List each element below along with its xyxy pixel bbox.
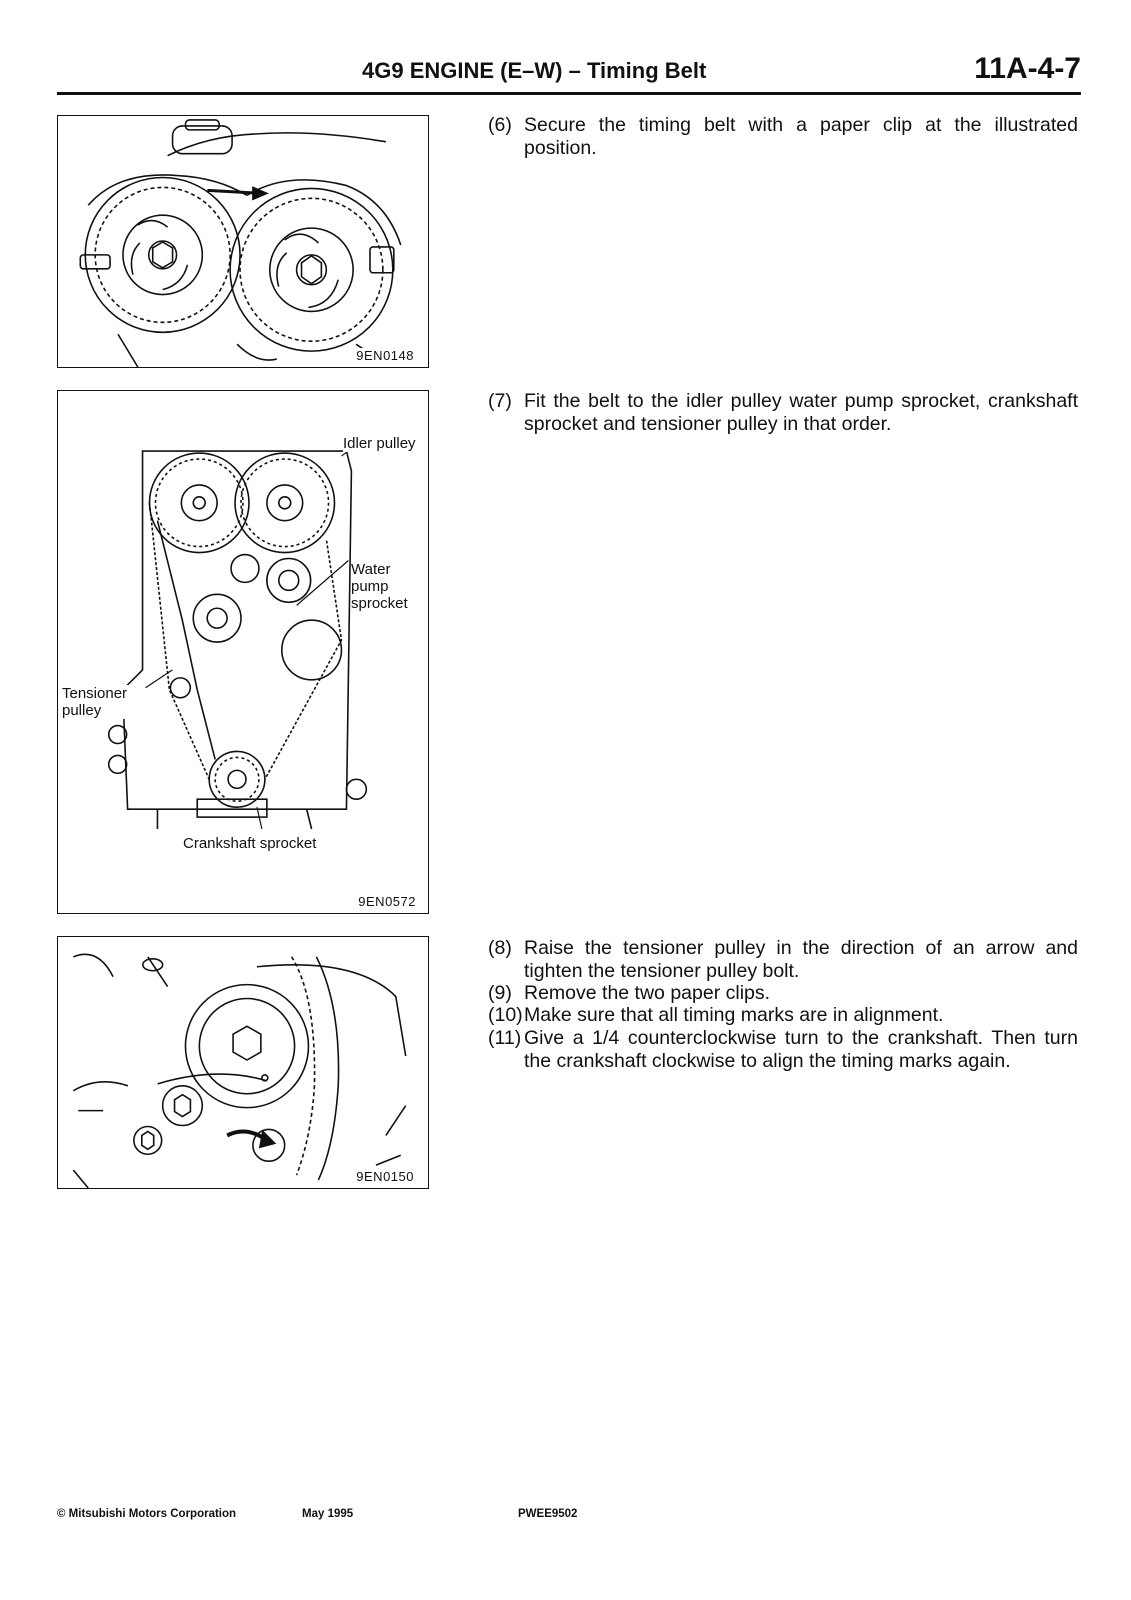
camshaft-sprockets-illustration bbox=[79, 119, 402, 367]
tensioner-pulley-illustration bbox=[72, 953, 407, 1188]
callout-crankshaft-sprocket: Crankshaft sprocket bbox=[183, 835, 353, 852]
step-text: Fit the belt to the idler pulley water p… bbox=[524, 390, 1078, 435]
step-11: (11) Give a 1/4 counterclockwise turn to… bbox=[488, 1027, 1078, 1072]
figure-code: 9EN0148 bbox=[354, 348, 416, 363]
step-8: (8) Raise the tensioner pulley in the di… bbox=[488, 937, 1078, 982]
step-number: (10) bbox=[488, 1004, 523, 1026]
callout-water-pump-sprocket: Water pump sprocket bbox=[351, 561, 425, 612]
callout-idler-pulley: Idler pulley bbox=[343, 435, 427, 452]
step-number: (11) bbox=[488, 1027, 522, 1049]
figure-belt-routing: Idler pulley Water pump sprocket Tension… bbox=[57, 390, 429, 914]
figure-paper-clip: 9EN0148 bbox=[57, 115, 429, 368]
page-header-title: 4G9 ENGINE (E–W) – Timing Belt bbox=[362, 58, 707, 83]
step-9: (9) Remove the two paper clips. bbox=[488, 982, 1078, 1005]
step-text: Raise the tensioner pulley in the direct… bbox=[524, 937, 1078, 982]
step-number: (9) bbox=[488, 982, 512, 1004]
step-number: (7) bbox=[488, 390, 512, 412]
figure-code: 9EN0150 bbox=[354, 1169, 416, 1184]
step-number: (8) bbox=[488, 937, 512, 959]
footer-copyright: © Mitsubishi Motors Corporation bbox=[57, 1508, 237, 1520]
step-text: Remove the two paper clips. bbox=[524, 982, 771, 1004]
step-number: (6) bbox=[488, 114, 512, 136]
footer-doc-id: PWEE9502 bbox=[518, 1508, 578, 1520]
figure-tensioner-adjust: 9EN0150 bbox=[57, 936, 429, 1189]
footer-date: May 1995 bbox=[302, 1508, 354, 1520]
step-text: Secure the timing belt with a paper clip… bbox=[524, 114, 1078, 159]
callout-tensioner-pulley: Tensioner pulley bbox=[62, 685, 130, 719]
figure-code: 9EN0572 bbox=[356, 894, 418, 909]
step-text: Make sure that all timing marks are in a… bbox=[524, 1004, 944, 1026]
step-6: (6) Secure the timing belt with a paper … bbox=[488, 114, 1078, 159]
step-7: (7) Fit the belt to the idler pulley wat… bbox=[488, 390, 1078, 435]
step-text: Give a 1/4 counterclockwise turn to the … bbox=[524, 1027, 1078, 1072]
header-divider bbox=[57, 92, 1081, 95]
step-10: (10) Make sure that all timing marks are… bbox=[488, 1004, 1078, 1027]
belt-routing-illustration bbox=[107, 442, 368, 830]
page-number: 11A-4-7 bbox=[974, 52, 1081, 85]
